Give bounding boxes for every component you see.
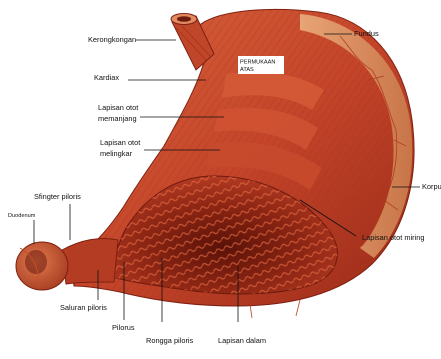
label-permukaan-2: ATAS: [240, 67, 254, 73]
label-fundus: Fundus: [354, 29, 379, 38]
label-memanjang-1: Lapisan otot: [98, 103, 138, 112]
label-permukaan-1: PERMUKAAN: [240, 60, 275, 66]
label-saluran: Saluran piloris: [60, 303, 107, 312]
label-memanjang-2: memanjang: [98, 114, 137, 123]
label-melingkar-1: Lapisan otot: [100, 138, 140, 147]
label-miring: Lapisan otot miring: [362, 233, 424, 242]
label-duodenum: Duodenum: [8, 213, 36, 219]
label-korpus: Korpus: [422, 182, 441, 191]
label-dalam: Lapisan dalam: [218, 336, 266, 345]
label-pilorus: Pilorus: [112, 323, 135, 332]
pyloric-canal: [62, 238, 118, 284]
label-kerongkongan: Kerongkongan: [88, 35, 136, 44]
duodenum: [16, 242, 68, 290]
label-sfingter: Sfingter piloris: [34, 192, 81, 201]
label-rongga: Rongga piloris: [146, 336, 194, 345]
label-kardiax: Kardiax: [94, 73, 119, 82]
label-melingkar-2: melingkar: [100, 149, 133, 158]
